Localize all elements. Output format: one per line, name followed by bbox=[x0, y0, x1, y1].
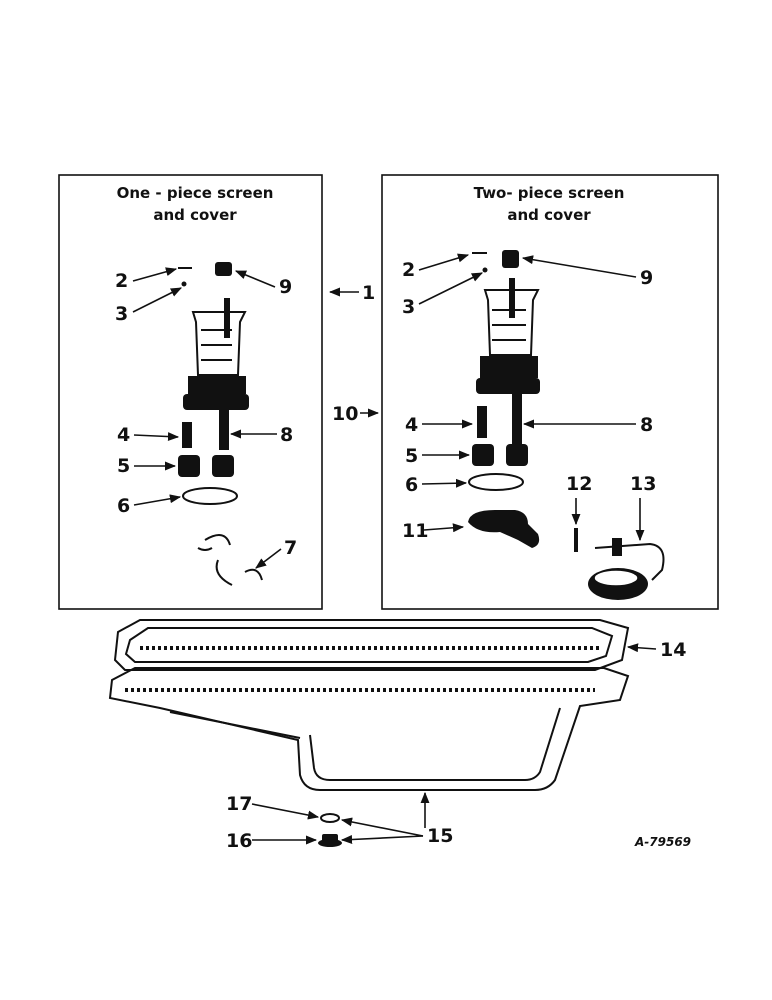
callout-5-right: 5 bbox=[405, 445, 418, 467]
right-panel-title-line2: and cover bbox=[507, 206, 591, 224]
left-oil-pump-assembly bbox=[178, 262, 249, 505]
callout-8-left: 8 bbox=[280, 424, 293, 446]
callout-12: 12 bbox=[566, 473, 592, 495]
callout-8-right: 8 bbox=[640, 414, 653, 436]
callout-3-left: 3 bbox=[115, 303, 128, 325]
screen-clip-11 bbox=[468, 510, 540, 548]
oil-pan bbox=[108, 667, 630, 791]
callout-15: 15 bbox=[427, 825, 453, 847]
callout-6-right: 6 bbox=[405, 474, 418, 496]
callout-10: 10 bbox=[332, 403, 358, 425]
callout-9-right: 9 bbox=[640, 267, 653, 289]
callout-3-right: 3 bbox=[402, 296, 415, 318]
callout-1: 1 bbox=[362, 282, 375, 304]
left-panel-title-line1: One - piece screen bbox=[117, 184, 274, 202]
drain-plug-washer-17 bbox=[320, 813, 340, 823]
right-panel-title-line1: Two- piece screen bbox=[474, 184, 625, 202]
left-cotter-pin-7 bbox=[197, 534, 263, 586]
left-panel-title-line2: and cover bbox=[153, 206, 237, 224]
callout-7: 7 bbox=[284, 537, 297, 559]
callout-11: 11 bbox=[402, 520, 428, 542]
callout-9-left: 9 bbox=[279, 276, 292, 298]
right-oil-pump-assembly bbox=[468, 250, 540, 491]
oil-pan-gasket-14 bbox=[113, 619, 630, 671]
left-panel-frame bbox=[58, 174, 323, 610]
drain-plug-16 bbox=[318, 834, 342, 847]
reference-code: A-79569 bbox=[634, 835, 691, 849]
callout-2-right: 2 bbox=[402, 259, 415, 281]
right-small-parts-2-3 bbox=[472, 252, 488, 273]
callout-4-left: 4 bbox=[117, 424, 130, 446]
callout-5-left: 5 bbox=[117, 455, 130, 477]
callout-4-right: 4 bbox=[405, 414, 418, 436]
left-small-parts-2-3 bbox=[178, 267, 192, 287]
callout-17: 17 bbox=[226, 793, 252, 815]
callout-14: 14 bbox=[660, 639, 686, 661]
right-panel-frame bbox=[381, 174, 719, 610]
callout-2-left: 2 bbox=[115, 270, 128, 292]
oil-screen-float-13 bbox=[588, 538, 665, 600]
pin-12 bbox=[574, 528, 578, 552]
callout-13: 13 bbox=[630, 473, 656, 495]
callout-16: 16 bbox=[226, 830, 252, 852]
callout-6-left: 6 bbox=[117, 495, 130, 517]
